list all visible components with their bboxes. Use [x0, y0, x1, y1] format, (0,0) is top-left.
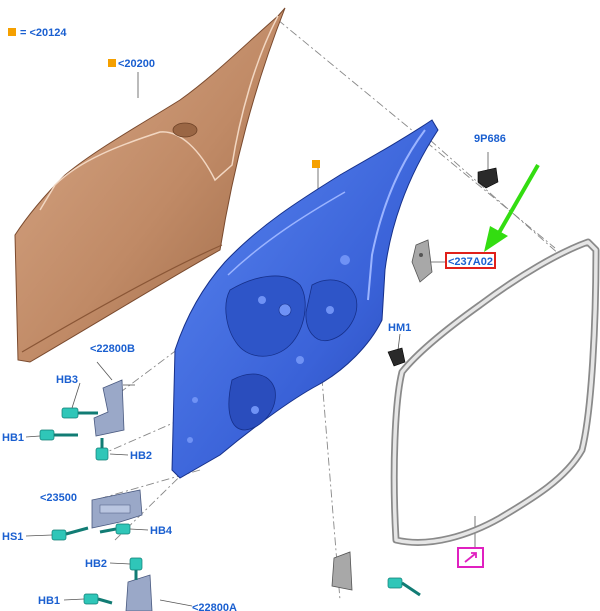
- check-strap: [91, 489, 143, 529]
- bolt-hb3-icon: [61, 407, 98, 419]
- bolt-striker-icon: [387, 577, 421, 597]
- label-clip-mid[interactable]: HM1: [388, 322, 411, 334]
- lower-striker-bracket: [331, 551, 353, 591]
- label-bolt-hb2-upper[interactable]: HB2: [130, 450, 152, 462]
- bolt-hb2-lower-icon: [129, 557, 143, 580]
- label-bolt-hb1-lower[interactable]: HB1: [38, 595, 60, 607]
- label-outer-panel[interactable]: <20200: [118, 58, 155, 70]
- label-clip-top[interactable]: 9P686: [474, 133, 506, 145]
- legend-text: = <20124: [20, 27, 67, 39]
- label-hinge-lower[interactable]: <22800A: [192, 602, 237, 611]
- inner-door-panel: [171, 119, 439, 479]
- bolt-hs1-icon: [51, 526, 89, 541]
- pink-note-icon[interactable]: [457, 547, 484, 568]
- bolt-hb1-upper-icon: [39, 429, 78, 441]
- orange-square-marker-icon: [108, 59, 116, 67]
- fasteners: [39, 407, 421, 605]
- green-arrow-icon: [484, 164, 540, 252]
- bolt-hb2-upper-icon: [95, 438, 109, 461]
- clip-9p686: [477, 167, 499, 189]
- orange-square-marker-icon: [8, 28, 16, 36]
- lower-hinge: [125, 574, 153, 611]
- highlight-box: [445, 252, 496, 269]
- label-leaders: [25, 382, 193, 607]
- label-bolt-hb2-lower[interactable]: HB2: [85, 558, 107, 570]
- door-seal: [390, 238, 600, 546]
- label-hinge-upper[interactable]: <22800B: [90, 343, 135, 355]
- outer-door-panel: [14, 7, 286, 363]
- bolt-hb1-lower-icon: [83, 593, 113, 605]
- clip-hm1: [387, 347, 406, 367]
- label-check-strap[interactable]: <23500: [40, 492, 77, 504]
- label-bolt-hb1-upper[interactable]: HB1: [2, 432, 24, 444]
- label-bolt-hs1[interactable]: HS1: [2, 531, 23, 543]
- upper-hinge: [93, 379, 125, 437]
- label-bolt-hb3[interactable]: HB3: [56, 374, 78, 386]
- label-latch-bracket[interactable]: <237A02: [448, 256, 493, 268]
- latch-bracket: [411, 239, 433, 283]
- label-bolt-hb4[interactable]: HB4: [150, 525, 173, 537]
- orange-square-marker-icon: [312, 160, 320, 168]
